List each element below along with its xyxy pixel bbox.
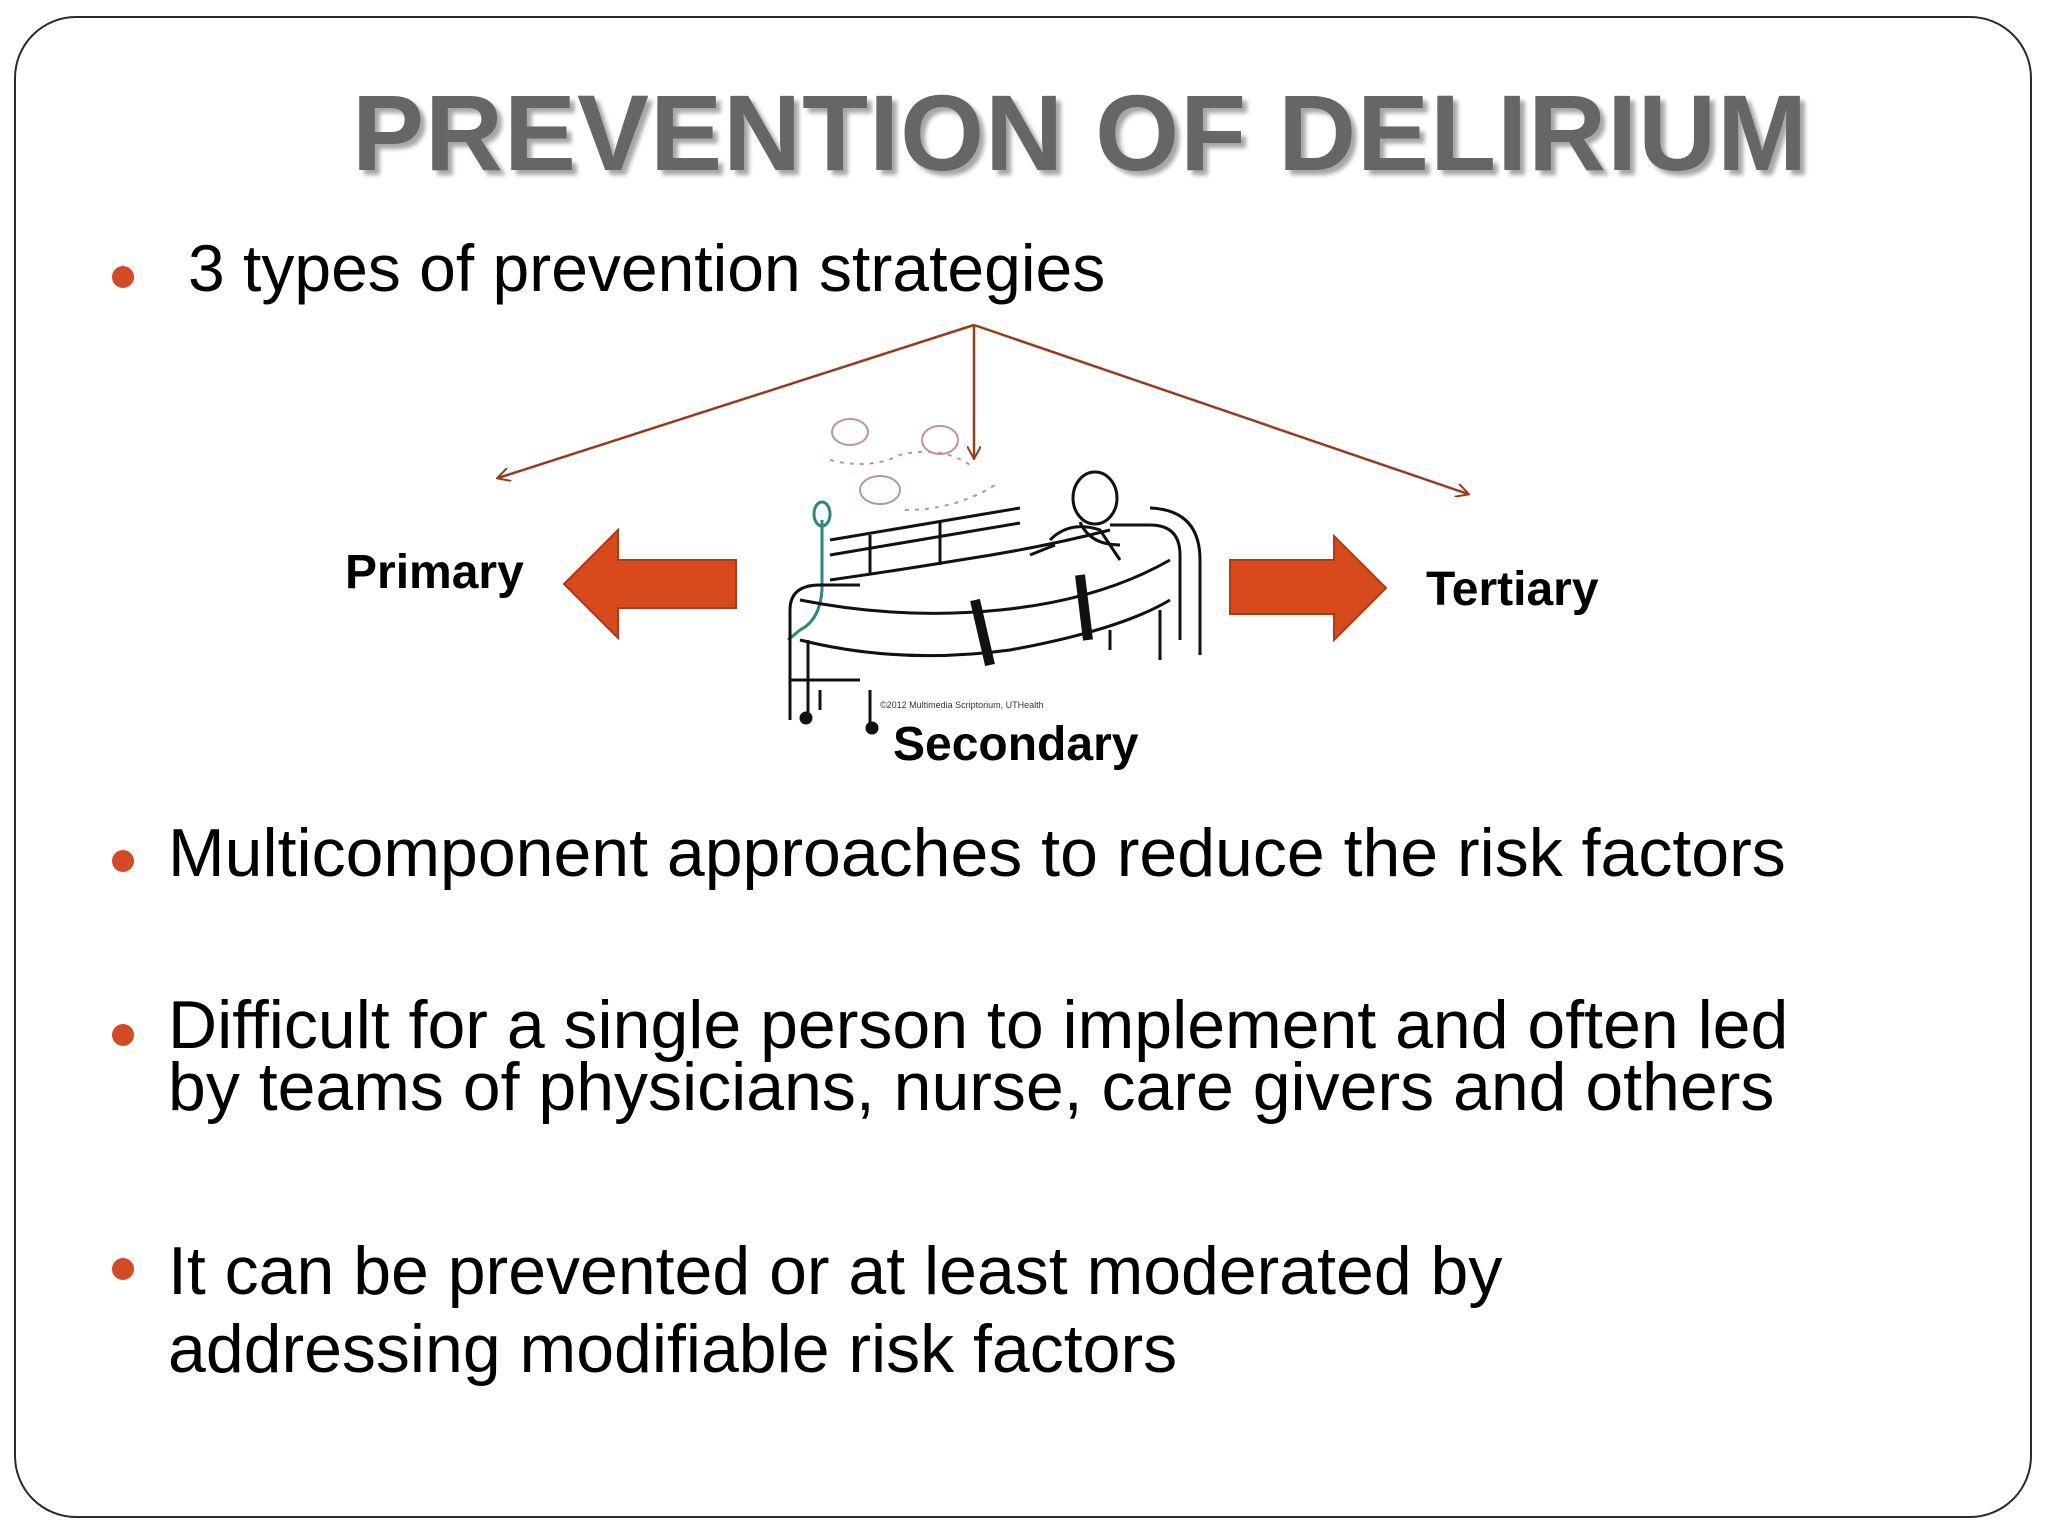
bullet-line: Difficult for a single person to impleme… <box>168 987 1789 1063</box>
bullet-dot <box>112 1258 134 1280</box>
bullet-multicomponent: Multicomponent approaches to reduce the … <box>168 815 1786 891</box>
right-block-arrow <box>1229 533 1388 643</box>
bullet-prevention-types: 3 types of prevention strategies <box>188 231 1106 305</box>
bullet-line: It can be prevented or at least moderate… <box>168 1233 1503 1309</box>
bullet-dot <box>112 266 134 288</box>
branch-arrow-primary <box>498 323 975 478</box>
label-secondary: Secondary <box>893 718 1139 771</box>
branch-arrows <box>498 323 1468 494</box>
label-tertiary: Tertiary <box>1426 563 1599 616</box>
label-primary: Primary <box>345 546 524 599</box>
bullet-line: by teams of physicians, nurse, care give… <box>168 1049 1775 1125</box>
slide-frame <box>14 16 2032 1518</box>
slide-title: PREVENTION OF DELIRIUM <box>351 72 1809 193</box>
image-credit: ©2012 Multimedia Scriptorium, UTHealth <box>880 700 1044 710</box>
bullet-difficult: Difficult for a single person to impleme… <box>168 987 1789 1125</box>
bullet-line: addressing modifiable risk factors <box>168 1311 1178 1387</box>
left-block-arrow <box>562 527 737 641</box>
bullet-dot <box>112 1024 134 1046</box>
bullet-prevented: It can be prevented or at least moderate… <box>168 1232 1502 1388</box>
branch-arrow-tertiary <box>973 323 1468 494</box>
patient-in-hospital-bed-icon <box>787 418 1202 735</box>
bullet-dot <box>112 850 134 872</box>
